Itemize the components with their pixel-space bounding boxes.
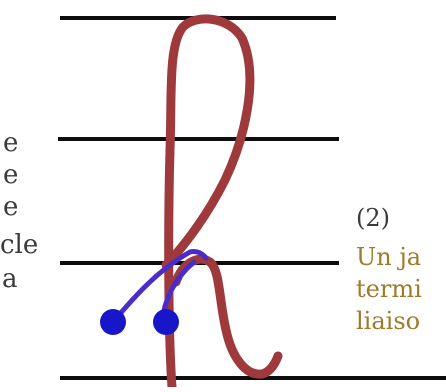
- start-dot-right: [153, 309, 179, 335]
- right-text-line-1: Un ja: [356, 243, 422, 271]
- letter-h-loop-stroke: [161, 14, 255, 392]
- left-text-line-2: e: [3, 160, 19, 190]
- connector-stroke-left: [110, 249, 209, 325]
- right-text-line-2: termi: [356, 275, 422, 303]
- letter-h-hump-stroke: [171, 254, 283, 379]
- left-text-line-5: a: [2, 264, 18, 294]
- left-text-line-3: e: [3, 192, 19, 222]
- start-dot-left: [100, 309, 126, 335]
- left-text-line-4: cle: [0, 230, 39, 260]
- right-text-line-3: liaiso: [356, 307, 421, 335]
- left-text-line-1: e: [3, 128, 19, 158]
- right-text-number: (2): [356, 204, 390, 232]
